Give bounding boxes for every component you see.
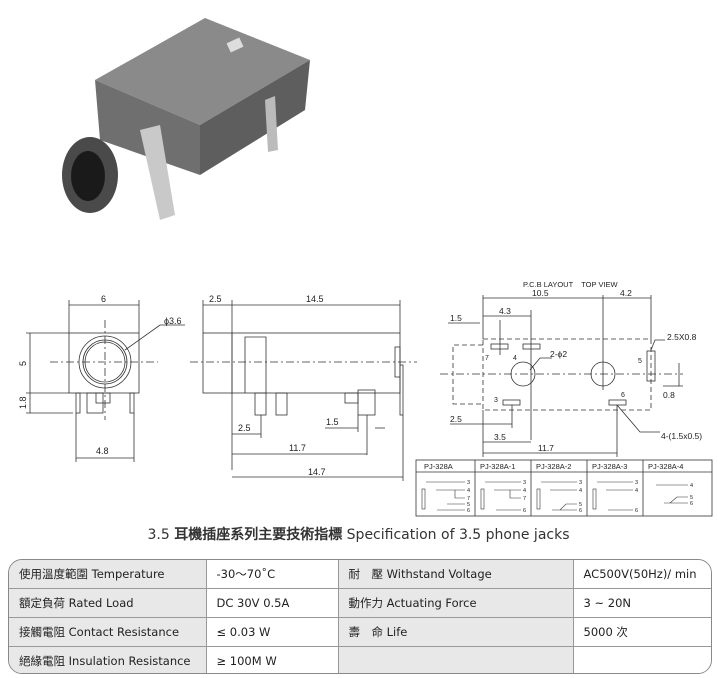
pin-label: 6 bbox=[579, 508, 582, 514]
model-pj-328a-3: PJ-328A-3 bbox=[592, 462, 627, 471]
pin-label: 6 bbox=[690, 501, 693, 507]
pin-4: 4 bbox=[513, 355, 517, 362]
dim-pin-distance: 11.7 bbox=[289, 443, 306, 453]
top-window bbox=[226, 37, 244, 53]
model-pj-328a-1: PJ-328A-1 bbox=[480, 462, 515, 471]
dim-4-3: 4.3 bbox=[499, 306, 511, 316]
pin-label: 3 bbox=[523, 480, 526, 486]
table-row: 接觸電阻 Contact Resistance ≤ 0.03 W 壽 命 Lif… bbox=[9, 617, 711, 647]
dim-height: 5 bbox=[18, 361, 28, 366]
title-english: Specification of 3.5 phone jacks bbox=[346, 527, 570, 543]
dim-total-length: 14.7 bbox=[308, 467, 326, 477]
spec-table: 使用溫度範圍 Temperature -30～70˚C 耐 壓 Withstan… bbox=[8, 559, 712, 674]
spec-label: 動作力 Actuating Force bbox=[337, 588, 574, 618]
table-row: 使用溫度範圍 Temperature -30～70˚C 耐 壓 Withstan… bbox=[9, 560, 711, 589]
pin-label: 3 bbox=[467, 480, 470, 486]
spec-value: 5000 次 bbox=[572, 617, 711, 647]
pcb-layout bbox=[440, 295, 683, 457]
spec-label: 使用溫度範圍 Temperature bbox=[9, 560, 207, 589]
spec-value: AC500V(50Hz)/ min bbox=[572, 560, 711, 589]
dim-0-8: 0.8 bbox=[663, 390, 675, 400]
dim-pin-length: 1.8 bbox=[18, 396, 28, 409]
pin-label: 5 bbox=[690, 495, 693, 501]
dim-body-length: 14.5 bbox=[306, 294, 324, 304]
dim-11-7: 11.7 bbox=[538, 443, 554, 453]
barrel-hole bbox=[71, 151, 105, 201]
dim-10-5: 10.5 bbox=[532, 288, 549, 298]
spec-value: ≥ 100M W bbox=[205, 646, 339, 673]
front-view bbox=[26, 300, 185, 462]
pin-label: 3 bbox=[579, 480, 582, 486]
dim-3-5: 3.5 bbox=[494, 432, 506, 442]
side-view bbox=[190, 300, 417, 481]
dim-pin-width: 1.5 bbox=[326, 417, 339, 427]
dim-4-2: 4.2 bbox=[620, 288, 632, 298]
pin-label: 4 bbox=[579, 488, 582, 494]
pin-label: 5 bbox=[579, 502, 582, 508]
section-title: 3.5 耳機插座系列主要技術指標 Specification of 3.5 ph… bbox=[0, 524, 717, 544]
pin-label: 6 bbox=[523, 508, 526, 514]
title-prefix: 3.5 bbox=[147, 527, 170, 543]
dim-width: 6 bbox=[101, 294, 106, 304]
dim-pin-offset: 2.5 bbox=[238, 423, 251, 433]
title-chinese: 耳機插座系列主要技術指標 bbox=[174, 527, 343, 543]
spec-value: DC 30V 0.5A bbox=[205, 588, 339, 618]
technical-drawings: 6 ϕ3.6 5 1.8 4.8 bbox=[18, 280, 713, 517]
pin-label: 4 bbox=[467, 488, 470, 494]
metal-contact bbox=[140, 125, 175, 220]
pin-5: 5 bbox=[638, 358, 642, 365]
dim-pads: 4-(1.5x0.5) bbox=[661, 431, 702, 441]
spec-value bbox=[572, 646, 711, 673]
spec-value: -30～70˚C bbox=[205, 560, 339, 589]
pin-label: 6 bbox=[467, 508, 470, 514]
pin-label: 7 bbox=[467, 496, 470, 502]
table-row: 額定負荷 Rated Load DC 30V 0.5A 動作力 Actuatin… bbox=[9, 588, 711, 618]
dim-2-5: 2.5 bbox=[450, 414, 462, 424]
spec-label bbox=[337, 646, 574, 673]
pin-label: 5 bbox=[467, 502, 470, 508]
dim-holes: 2-ϕ2 bbox=[550, 349, 567, 359]
model-pj-328a-4: PJ-328A-4 bbox=[648, 462, 683, 471]
pin-label: 4 bbox=[523, 488, 526, 494]
model-pj-328a-2: PJ-328A-2 bbox=[536, 462, 571, 471]
table-row: 絕緣電阻 Insulation Resistance ≥ 100M W bbox=[9, 646, 711, 673]
model-pj-328a: PJ-328A bbox=[424, 462, 453, 471]
dim-slot-size: 2.5X0.8 bbox=[667, 332, 697, 342]
jack-body-top bbox=[95, 18, 310, 125]
pin-label: 6 bbox=[635, 508, 638, 514]
pin-label: 4 bbox=[635, 488, 638, 494]
metal-pin bbox=[265, 96, 278, 152]
pin-7: 7 bbox=[485, 355, 489, 362]
pin-3: 3 bbox=[494, 397, 498, 404]
variants-table bbox=[415, 459, 713, 517]
pin-6: 6 bbox=[621, 392, 625, 399]
pcb-title: P.C.B LAYOUT TOP VIEW bbox=[523, 280, 619, 289]
pin-label: 3 bbox=[635, 480, 638, 486]
dim-front-length: 2.5 bbox=[209, 294, 222, 304]
spec-label: 壽 命 Life bbox=[337, 617, 574, 647]
jack-body-front bbox=[95, 80, 200, 175]
pin-label: 7 bbox=[523, 496, 526, 502]
dim-pin-spacing: 4.8 bbox=[96, 446, 109, 456]
spec-label: 絕緣電阻 Insulation Resistance bbox=[9, 646, 207, 673]
spec-label: 耐 壓 Withstand Voltage bbox=[337, 560, 574, 589]
dim-1-5: 1.5 bbox=[450, 313, 462, 323]
spec-label: 接觸電阻 Contact Resistance bbox=[9, 617, 207, 647]
pin-label: 4 bbox=[690, 483, 693, 489]
spec-value: ≤ 0.03 W bbox=[205, 617, 339, 647]
spec-value: 3 ~ 20N bbox=[572, 588, 711, 618]
product-photo bbox=[62, 18, 310, 220]
spec-label: 額定負荷 Rated Load bbox=[9, 588, 207, 618]
dim-diameter: ϕ3.6 bbox=[164, 316, 182, 326]
jack-body-side bbox=[200, 60, 310, 175]
